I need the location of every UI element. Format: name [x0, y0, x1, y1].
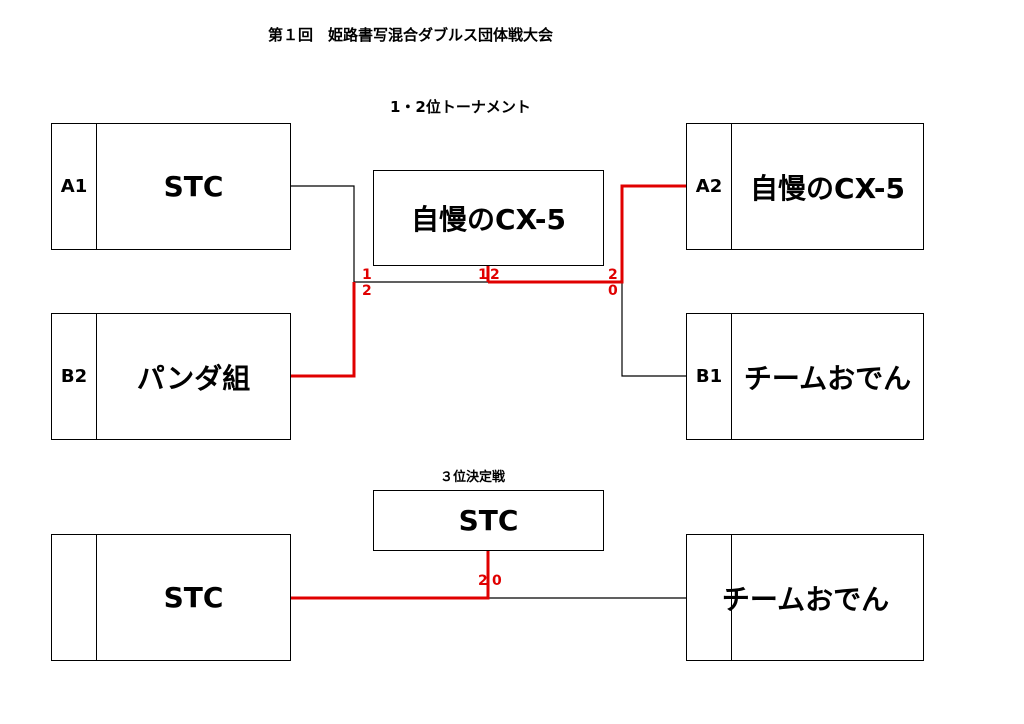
- a1-connector: [290, 185, 488, 283]
- a2-win-path: [488, 184, 686, 284]
- team-name: 自慢のCX-5: [750, 171, 905, 205]
- third-winner-box: STC: [373, 490, 604, 551]
- third-right-box: チームおでん: [686, 534, 924, 661]
- third-left-box: STC: [51, 534, 291, 661]
- bracket12-title: 1・2位トーナメント: [390, 98, 531, 116]
- third-win-path: [290, 551, 490, 600]
- score-final-left: 1: [478, 267, 488, 283]
- team-name: STC: [163, 170, 224, 203]
- team-box-a2: A2 自慢のCX-5: [686, 123, 924, 250]
- team-box-b2: B2 パンダ組: [51, 313, 291, 440]
- score-b1: 0: [608, 283, 618, 299]
- score-a1: 1: [362, 267, 372, 283]
- score-third-right: 0: [492, 573, 502, 589]
- champion-box: 自慢のCX-5: [373, 170, 604, 266]
- score-b2: 2: [362, 283, 372, 299]
- team-box-b1: B1 チームおでん: [686, 313, 924, 440]
- team-box-a1: A1 STC: [51, 123, 291, 250]
- seed-label: B1: [687, 314, 732, 439]
- b2-win-path: [290, 282, 356, 378]
- seed-label: A1: [52, 124, 97, 249]
- seed-label: B2: [52, 314, 97, 439]
- team-name: パンダ組: [136, 361, 251, 395]
- team-name: チームおでん: [743, 361, 912, 395]
- tournament-title: 第１回 姫路書写混合ダブルス団体戦大会: [268, 26, 554, 44]
- seed-label: A2: [687, 124, 732, 249]
- seed-label: [687, 535, 732, 660]
- seed-label: [52, 535, 97, 660]
- score-third-left: 2: [478, 573, 488, 589]
- b1-connector: [621, 282, 686, 377]
- score-final-right: 2: [490, 267, 500, 283]
- team-name: STC: [163, 581, 224, 614]
- score-a2: 2: [608, 267, 618, 283]
- bracket3-title: ３位決定戦: [440, 470, 506, 485]
- team-name: チームおでん: [721, 582, 890, 616]
